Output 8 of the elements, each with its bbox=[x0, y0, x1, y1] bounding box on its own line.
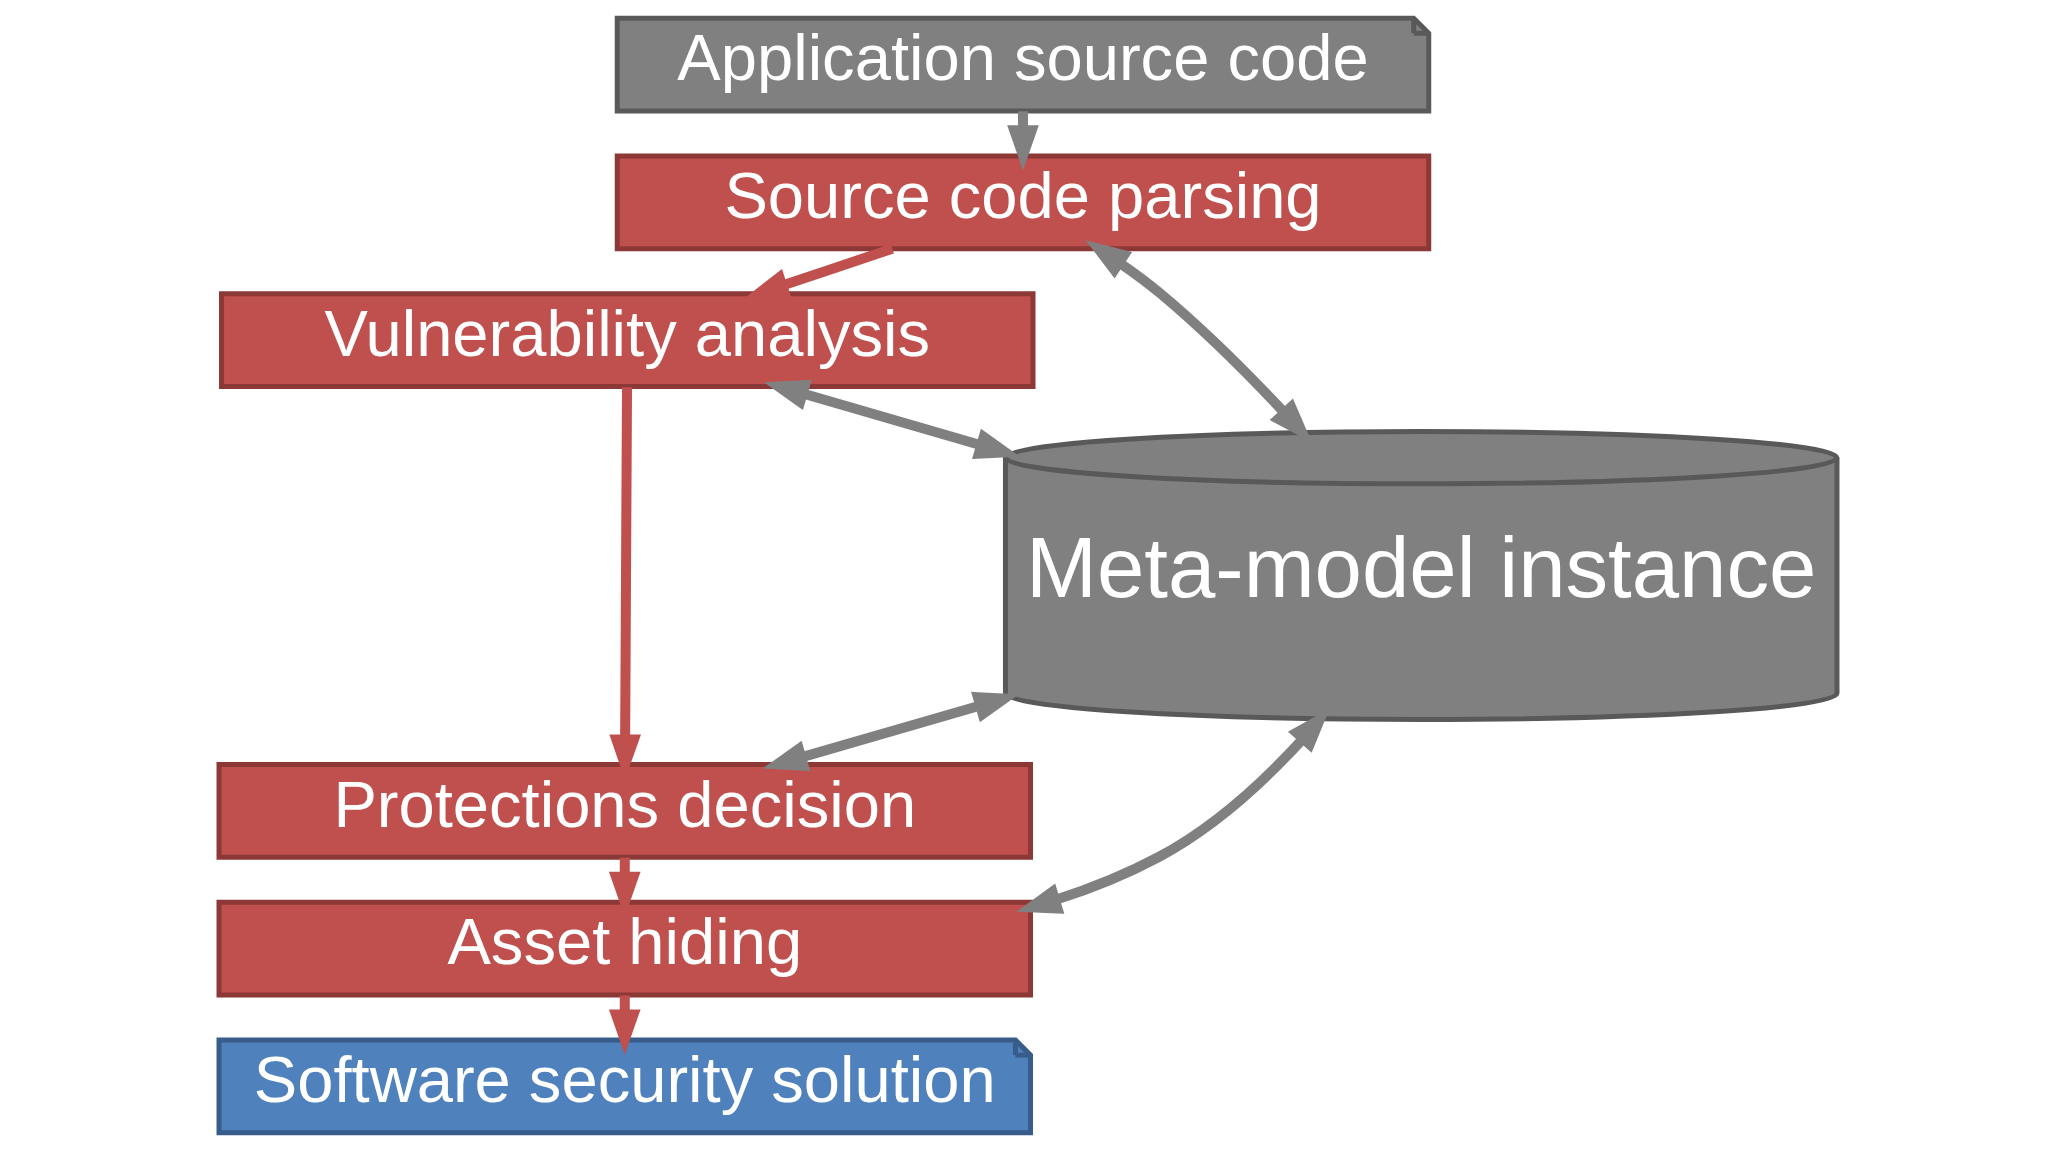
node-box: Vulnerability analysis bbox=[219, 291, 1036, 389]
node-box: Source code parsing bbox=[614, 153, 1432, 252]
arrow bbox=[762, 691, 1019, 772]
arrow bbox=[744, 243, 894, 299]
node-box: Protections decision bbox=[216, 762, 1033, 860]
arrow bbox=[1007, 111, 1039, 171]
node-box: Asset hiding bbox=[216, 899, 1033, 998]
arrow bbox=[608, 995, 641, 1055]
